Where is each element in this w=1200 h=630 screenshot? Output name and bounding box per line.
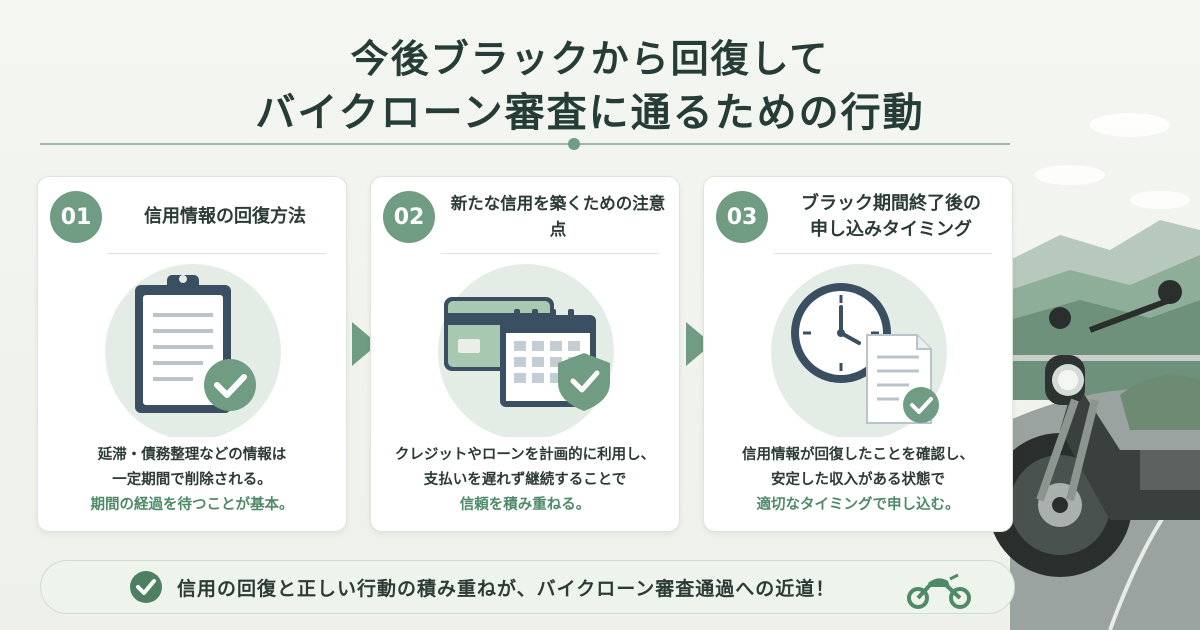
step-description: 信用情報が回復したことを確認し、 安定した収入がある状態で 適切なタイミングで申…: [714, 443, 1002, 518]
step-heading: 新たな信用を築くための注意点: [447, 191, 669, 243]
motorcycle-icon: [907, 573, 971, 609]
step-card-3: 03 ブラック期間終了後の 申し込みタイミング 信用情報が回復したことを確認し、: [703, 176, 1013, 532]
page-title-line1: 今後ブラックから回復して: [350, 37, 830, 81]
step-heading: ブラック期間終了後の 申し込みタイミング: [780, 191, 1002, 243]
desc-line: 一定期間で削除される。: [112, 472, 272, 488]
card-calendar-shield-icon: [438, 264, 614, 437]
desc-line: 信用情報が回復したことを確認し、: [742, 447, 974, 463]
step-number: 03: [716, 191, 768, 243]
clock-document-icon: [771, 264, 947, 437]
step-card-1: 01 信用情報の回復方法 延滞・債務整理などの情報は 一定期間で削除される。 期…: [37, 176, 347, 532]
step-description: 延滞・債務整理などの情報は 一定期間で削除される。 期間の経過を待つことが基本。: [48, 443, 336, 518]
summary-banner: 信用の回復と正しい行動の積み重ねが、バイクローン審査通過への近道！: [40, 560, 1015, 614]
card-divider: [108, 253, 326, 254]
step-heading-line: ブラック期間終了後の: [801, 193, 981, 214]
desc-emphasis: 期間の経過を待つことが基本。: [90, 497, 294, 513]
step-description: クレジットやローンを計画的に利用し、 支払いを遅れず継続することで 信頼を積み重…: [381, 443, 669, 518]
step-number: 02: [383, 191, 435, 243]
card-divider: [774, 253, 992, 254]
step-card-2: 02 新たな信用を築くための注意点 クレジットやローンを計画的に利用し、 支払い…: [370, 176, 680, 532]
step-heading: 信用情報の回復方法: [114, 191, 336, 243]
title-divider-dot: [568, 138, 580, 150]
cloud-icon: [1035, 113, 1190, 209]
step-number: 01: [50, 191, 102, 243]
desc-line: 延滞・債務整理などの情報は: [97, 447, 287, 463]
desc-line: 安定した収入がある状態で: [771, 472, 945, 488]
banner-text: 信用の回復と正しい行動の積み重ねが、バイクローン審査通過への近道！: [177, 577, 836, 600]
desc-emphasis: 適切なタイミングで申し込む。: [756, 497, 960, 513]
desc-line: 支払いを遅れず継続することで: [423, 472, 627, 488]
step-heading-line: 申し込みタイミング: [810, 219, 972, 240]
page-title-line2: バイクローン審査に通るための行動: [255, 90, 925, 136]
title-divider: [40, 143, 1010, 145]
step-heading-line: 信用情報の回復方法: [144, 206, 306, 227]
desc-emphasis: 信頼を積み重ねる。: [459, 497, 591, 513]
card-divider: [441, 253, 659, 254]
step-heading-line: 新たな信用を築くための注意点: [450, 194, 666, 239]
motorcycle-illustration: [988, 280, 1200, 577]
desc-line: クレジットやローンを計画的に利用し、: [394, 447, 656, 463]
check-circle-icon: [130, 571, 162, 603]
clipboard-check-icon: [105, 264, 281, 437]
